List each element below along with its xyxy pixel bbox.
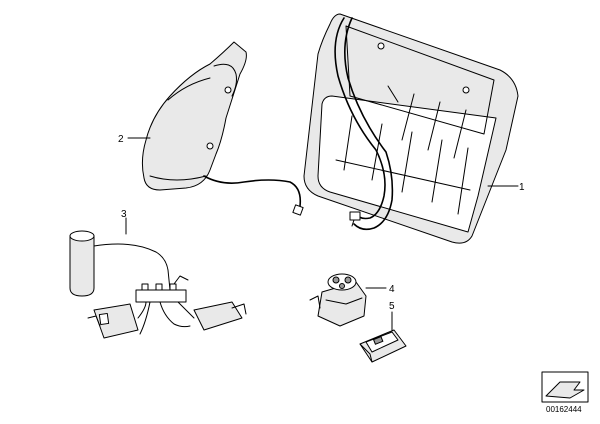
part-1-heating-mat[interactable] [303,13,519,244]
callout-4[interactable]: 4 [389,284,395,295]
diagram-reference-number: 00162444 [546,405,582,414]
callout-3[interactable]: 3 [121,209,127,220]
part-5-seat-heating-switch[interactable] [359,329,407,363]
catalog-page-corner-icon [541,371,589,403]
part-4-switch-housing[interactable] [309,273,367,327]
part-2-backrest-heating-element[interactable] [141,41,304,216]
callout-1[interactable]: 1 [519,182,525,193]
part-3-wiring-harness[interactable] [69,230,247,339]
callout-5[interactable]: 5 [389,301,395,312]
callout-2[interactable]: 2 [118,134,124,145]
